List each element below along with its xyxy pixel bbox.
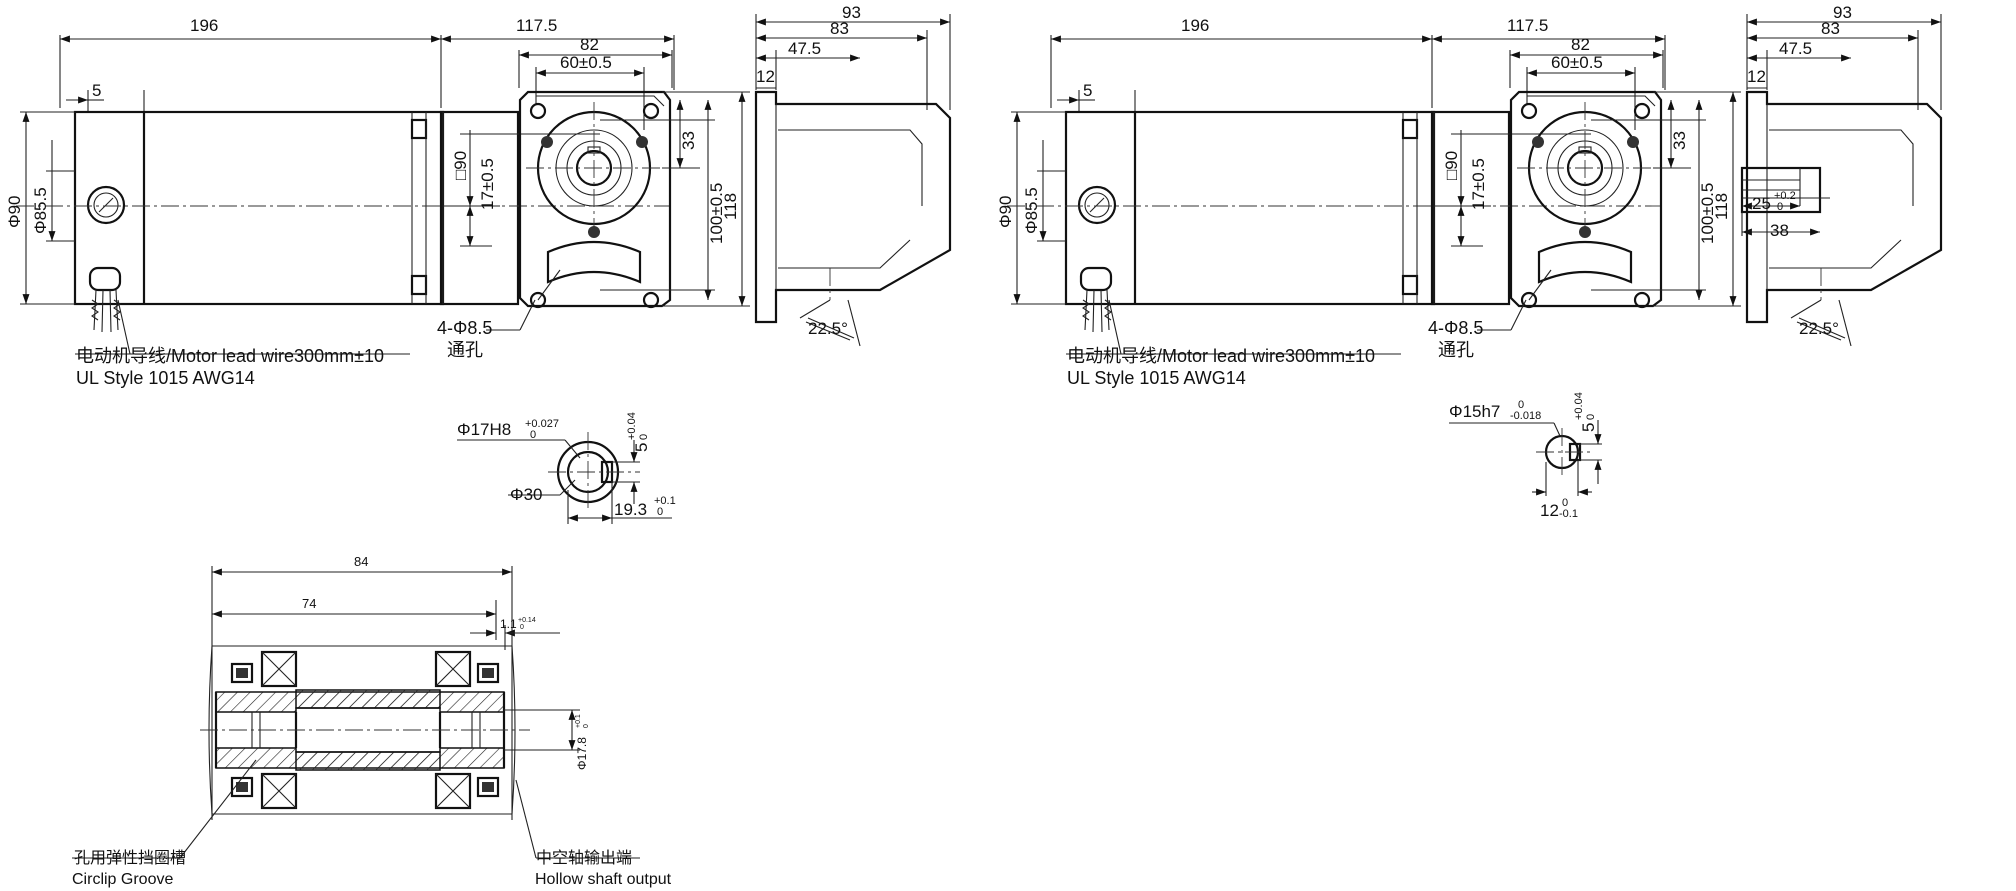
dim-motor-length: 196 xyxy=(1181,16,1209,35)
dim-gearbox-length: 117.5 xyxy=(1507,16,1548,35)
hollow-cn: 中空轴输出端 xyxy=(536,849,632,867)
lead-style-label: UL Style 1015 AWG14 xyxy=(76,368,255,388)
section-total-len: 84 xyxy=(354,554,368,569)
section-groove: 1.1 xyxy=(500,617,517,631)
dim-gearbox-length: 117.5 xyxy=(516,16,557,35)
dim-shaft-key-tol-upper: +0.2 xyxy=(1774,190,1796,202)
dim-square90: □90 xyxy=(1442,151,1461,180)
dim-phi90: Φ90 xyxy=(5,196,24,228)
dim-through: 通孔 xyxy=(447,340,483,360)
bore-tol-lower: 0 xyxy=(530,429,536,441)
dim-118: 118 xyxy=(1712,193,1731,220)
shaft-detail: Φ15h7 0 -0.018 5 +0.04 0 12 0 -0.1 xyxy=(1449,392,1602,520)
circlip-cn: 孔用弹性挡圈槽 xyxy=(74,849,186,867)
dim-side-83: 83 xyxy=(1821,19,1840,38)
left-view-labels: 196 117.5 82 60±0.5 93 83 47.5 12 5 Φ90 … xyxy=(5,3,861,388)
shaft-tol-lower: -0.018 xyxy=(1510,410,1541,422)
dim-shaft-len: 38 xyxy=(1770,221,1789,240)
dim-through: 通孔 xyxy=(1438,340,1474,360)
dim-side-47: 47.5 xyxy=(788,39,821,58)
section-groove-tol-upper: +0.14 xyxy=(518,617,536,624)
dim-side-width: 93 xyxy=(1833,3,1852,22)
dim-angle: 22.5° xyxy=(808,319,848,338)
dim-shaft-key-tol-lower: 0 xyxy=(1777,201,1783,213)
section-view: 84 74 1.1 +0.14 0 Φ17.8 +0.1 0 孔用弹性挡圈槽 C… xyxy=(72,554,672,888)
outer-label: Φ30 xyxy=(510,485,542,504)
dim-angle: 22.5° xyxy=(1799,319,1839,338)
key-tol-lower: 0 xyxy=(1585,414,1597,420)
shaft-label: Φ15h7 xyxy=(1449,402,1500,421)
key-depth-tol-lower: -0.1 xyxy=(1559,508,1578,520)
key-depth-tol-upper: 0 xyxy=(1562,497,1568,509)
dim-33: 33 xyxy=(1670,131,1689,150)
key-depth-label: 12 xyxy=(1540,501,1559,520)
key-tol-upper: +0.04 xyxy=(1573,392,1585,420)
lead-style-label: UL Style 1015 AWG14 xyxy=(1067,368,1246,388)
depth-tol-lower: 0 xyxy=(657,506,663,518)
key-tol-lower: 0 xyxy=(638,434,650,440)
dim-phi85: Φ85.5 xyxy=(1022,187,1041,234)
section-groove-dia: Φ17.8 xyxy=(575,737,589,770)
dim-side-width: 93 xyxy=(842,3,861,22)
hollow-en: Hollow shaft output xyxy=(535,871,672,888)
dim-step: 5 xyxy=(92,81,101,100)
lead-wire-label: 电动机导线/Motor lead wire300mm±10 xyxy=(1067,346,1375,366)
lead-wire-label: 电动机导线/Motor lead wire300mm±10 xyxy=(76,346,384,366)
key-width-label: 5 xyxy=(1579,423,1598,432)
dim-100: 100±0.5 xyxy=(1698,183,1717,244)
dim-gear-width: 82 xyxy=(1571,35,1590,54)
dim-holes: 4-Φ8.5 xyxy=(1428,318,1483,338)
shaft-tol-upper: 0 xyxy=(1518,399,1524,411)
dim-offset17: 17±0.5 xyxy=(1469,158,1488,210)
dim-holes: 4-Φ8.5 xyxy=(437,318,492,338)
dim-100: 100±0.5 xyxy=(707,183,726,244)
dim-side-83: 83 xyxy=(830,19,849,38)
dim-side-12: 12 xyxy=(1747,67,1766,86)
bore-label: Φ17H8 xyxy=(457,420,511,439)
dim-shaft-key: 25 xyxy=(1752,194,1771,213)
section-groove-tol-lower: 0 xyxy=(520,624,524,631)
key-width-label: 5 xyxy=(632,443,651,452)
dim-gear-width: 82 xyxy=(580,35,599,54)
section-groove-dia-tol-lower: 0 xyxy=(583,724,590,728)
circlip-en: Circlip Groove xyxy=(72,871,173,888)
depth-tol-upper: +0.1 xyxy=(654,495,676,507)
dim-offset17: 17±0.5 xyxy=(478,158,497,210)
right-view-labels: 196 117.5 82 60±0.5 93 83 47.5 12 5 Φ90 … xyxy=(996,3,1852,388)
dim-hole-spacing: 60±0.5 xyxy=(1551,53,1603,72)
dim-motor-length: 196 xyxy=(190,16,218,35)
dim-33: 33 xyxy=(679,131,698,150)
dim-side-12: 12 xyxy=(756,67,775,86)
bore-detail: Φ17H8 +0.027 0 5 +0.04 0 Φ30 19.3 +0.1 0 xyxy=(457,412,676,524)
dim-hole-spacing: 60±0.5 xyxy=(560,53,612,72)
bore-tol-upper: +0.027 xyxy=(525,418,559,430)
dim-side-47: 47.5 xyxy=(1779,39,1812,58)
dim-phi85: Φ85.5 xyxy=(31,187,50,234)
dim-118: 118 xyxy=(721,193,740,220)
dim-square90: □90 xyxy=(451,151,470,180)
dim-phi90: Φ90 xyxy=(996,196,1015,228)
right-view-drawing xyxy=(1007,14,1941,354)
depth-label: 19.3 xyxy=(614,500,647,519)
section-inner-len: 74 xyxy=(302,596,316,611)
section-groove-dia-tol-upper: +0.1 xyxy=(575,714,582,728)
key-tol-upper: +0.04 xyxy=(626,412,638,440)
dim-step: 5 xyxy=(1083,81,1092,100)
